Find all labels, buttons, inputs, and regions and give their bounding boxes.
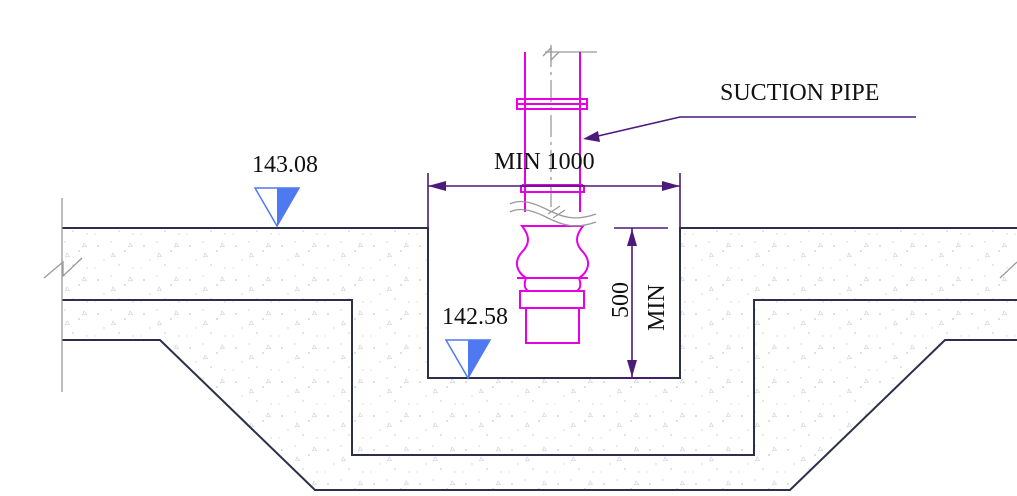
depth-dimension-value: 500 (608, 282, 634, 318)
top-level-marker-icon (253, 187, 301, 228)
suction-pipe-label: SUCTION PIPE (720, 80, 879, 106)
concrete-hatch (62, 228, 1017, 490)
sump-level-marker-icon (444, 339, 492, 380)
pipe-centerline (542, 45, 597, 212)
excavation-line (62, 339, 1017, 491)
slab-bottom-line (62, 299, 1017, 456)
pipe-break-symbol (509, 200, 597, 227)
width-dimension-label: MIN 1000 (494, 149, 595, 175)
top-level-label: 143.08 (252, 152, 318, 178)
finished-floor-line (62, 227, 1017, 379)
depth-dimension-suffix: MIN (644, 284, 670, 331)
depth-dimension-line (614, 227, 668, 379)
suction-pipe (515, 52, 590, 344)
suction-pipe-leader (583, 116, 916, 142)
width-dimension-line (427, 173, 681, 228)
sump-level-label: 142.58 (442, 304, 508, 330)
break-symbols (43, 198, 1017, 392)
section-outline (62, 227, 1017, 491)
